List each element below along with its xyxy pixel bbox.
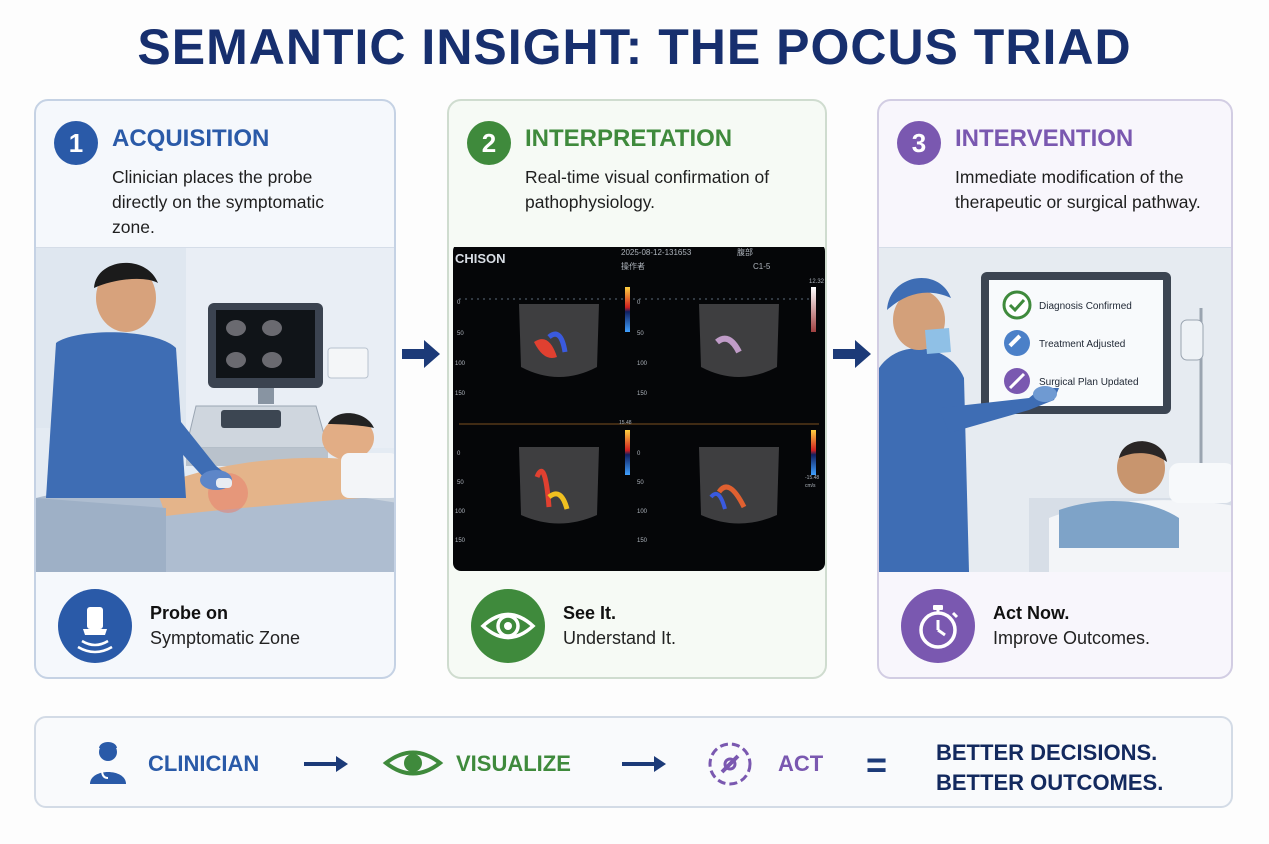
ultrasound-velocity-unit: cm/s [805,483,816,489]
panel-description: Real-time visual confirmation of pathoph… [525,167,770,212]
depth-scale-label: 150 [455,538,466,544]
step-number-badge: 2 [467,121,511,165]
equals-sign: = [866,744,888,785]
ultrasound-probe-icon [58,589,132,663]
depth-scale-label: 50 [457,480,464,486]
panel-heading: ACQUISITION [112,125,270,152]
ultrasound-screen: CHISON 2025-08-12-131653 腹部 操作者 C1-5 12.… [449,243,825,571]
ultrasound-timestamp: 2025-08-12-131653 [621,248,692,257]
summary-bar: CLINICIAN VISUALIZE ACT = BETTER DECISIO… [34,716,1233,808]
depth-scale-label: 100 [637,509,648,515]
ultrasound-velocity-min: -15.48 [805,475,819,481]
clinician-icon [90,742,126,784]
intervention-illustration: Diagnosis Confirmed Treatment Adjusted S… [879,247,1231,572]
depth-scale-label: 0 [637,300,641,306]
ultrasound-probe-label: C1-5 [753,262,771,271]
ultrasound-top-readout: 12.32 [809,279,825,285]
footer-title: Probe on [150,603,229,623]
depth-scale-label: 50 [637,480,644,486]
stopwatch-icon [901,589,975,663]
ultrasound-brand: CHISON [455,251,506,266]
depth-scale-label: 150 [637,538,648,544]
depth-scale-label: 100 [455,509,466,515]
checklist-item: Diagnosis Confirmed [1039,301,1132,312]
depth-scale-label: 100 [637,361,648,367]
panel-footer: Probe on Symptomatic Zone [36,571,394,677]
footer-title: Act Now. [993,603,1070,623]
depth-scale-label: 0 [457,300,461,306]
panel-footer: See It. Understand It. [449,571,825,677]
arrow-right-icon [402,340,440,368]
footer-subtitle: Understand It. [563,628,677,648]
depth-scale-label: 100 [455,361,466,367]
ultrasound-exam-label: 腹部 [737,247,753,257]
clinician-label: CLINICIAN [148,751,260,776]
panel-footer: Act Now. Improve Outcomes. [879,571,1231,677]
depth-scale-label: 0 [637,451,641,457]
depth-scale-label: 150 [455,391,466,397]
panel-heading: INTERPRETATION [525,125,733,152]
depth-scale-label: 150 [637,391,648,397]
arrow-right-icon [833,340,871,368]
panel-acquisition: 1 ACQUISITION Clinician places the probe… [34,99,396,679]
panel-interpretation: 2 INTERPRETATION Real-time visual confir… [447,99,827,679]
action-gauge-icon [708,742,752,786]
step-number-badge: 3 [897,121,941,165]
footer-subtitle: Improve Outcomes. [993,628,1151,648]
result-line-2: BETTER OUTCOMES. [936,770,1164,795]
ultrasound-velocity-max: 15.48 [619,420,632,426]
depth-scale-label: 50 [637,331,644,337]
arrow-right-icon [304,756,348,772]
eye-icon [471,589,545,663]
eye-icon [382,750,444,776]
page-title: SEMANTIC INSIGHT: THE POCUS TRIAD [137,19,1132,75]
acquisition-illustration [36,247,394,572]
panel-description: Immediate modification of the therapeuti… [955,167,1201,212]
visualize-label: VISUALIZE [456,751,571,776]
footer-subtitle: Symptomatic Zone [150,628,301,648]
step-number-badge: 1 [54,121,98,165]
footer-title: See It. [563,603,617,623]
checklist-item: Surgical Plan Updated [1039,377,1139,388]
depth-scale-label: 50 [457,331,464,337]
result-text: BETTER DECISIONS. BETTER OUTCOMES. [936,738,1163,798]
arrow-right-icon [622,756,666,772]
checklist-item: Treatment Adjusted [1039,339,1125,350]
result-line-1: BETTER DECISIONS. [936,740,1158,765]
panel-intervention: 3 INTERVENTION Immediate modification of… [877,99,1233,679]
act-label: ACT [778,751,824,776]
depth-scale-label: 0 [457,451,461,457]
panel-description: Clinician places the probe directly on t… [112,167,325,237]
panel-heading: INTERVENTION [955,125,1134,152]
ultrasound-operator: 操作者 [621,261,645,271]
